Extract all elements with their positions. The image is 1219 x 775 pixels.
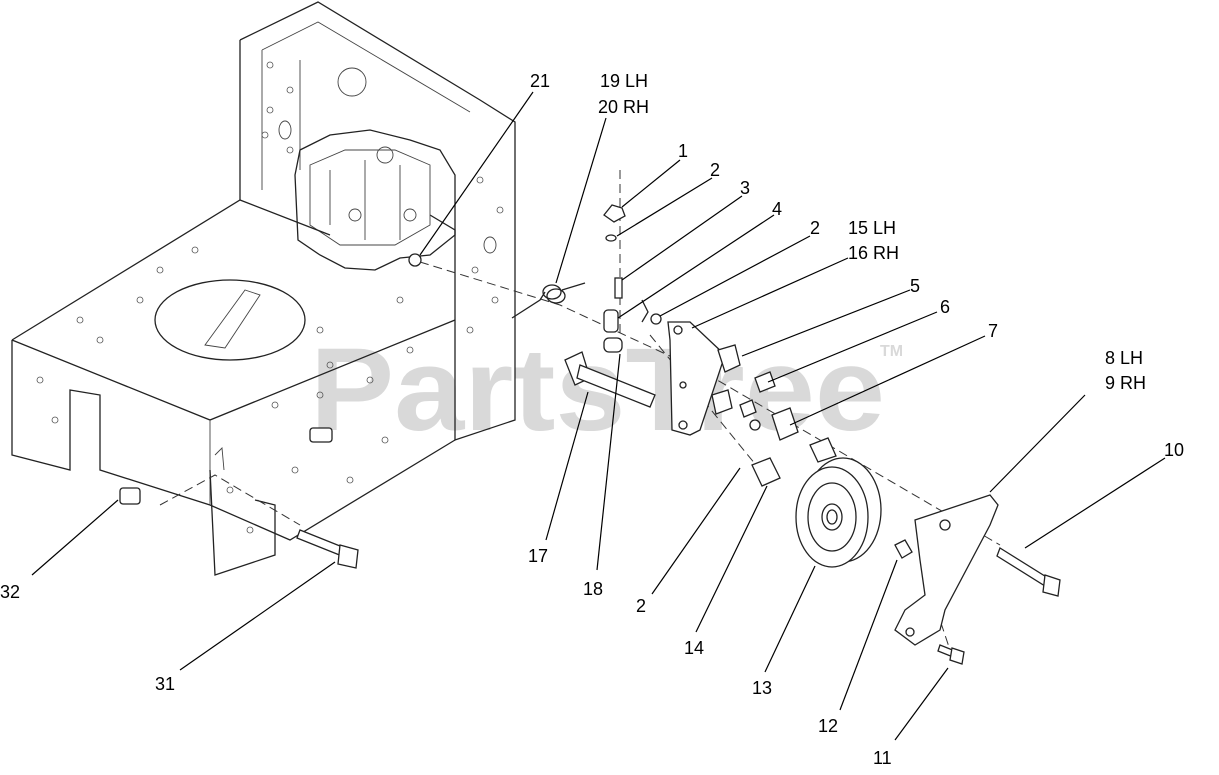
torsion-spring [511,282,586,319]
frame-holes [36,61,504,534]
callout-6: 6 [940,297,950,317]
mounting-bracket [894,494,999,646]
leader-lines [31,91,1166,741]
callout-9-rh: 9 RH [1105,373,1146,393]
bushings [739,371,837,463]
watermark-tm: TM [880,343,903,360]
callout-20-rh: 20 RH [598,97,649,117]
callout-4: 4 [772,199,782,219]
callout-19-lh: 19 LH [600,71,648,91]
nut-32 [119,487,141,505]
callout-2: 2 [710,160,720,180]
nut-12 [894,539,913,559]
callout-10: 10 [1164,440,1184,460]
callout-17: 17 [528,546,548,566]
callout-21: 21 [530,71,550,91]
callout-11: 11 [873,748,892,768]
callout-16-rh: 16 RH [848,243,899,263]
callout-31: 31 [155,674,175,694]
callout-13: 13 [752,678,772,698]
callout-7: 7 [988,321,998,341]
callout-2: 2 [636,596,646,616]
callout-1: 1 [678,141,688,161]
bolt-10 [996,547,1061,597]
bolt-11 [937,644,965,665]
callout-8-lh: 8 LH [1105,348,1143,368]
idler-arm [667,321,741,436]
pulley-assembly [751,457,882,568]
bolt-31 [296,529,359,569]
callout-18: 18 [583,579,603,599]
callout-labels: 1 2 3 4 2 15 LH 16 RH 5 6 7 8 LH 9 RH 10… [0,71,1184,768]
idler-hardware [603,204,662,353]
callout-2: 2 [810,218,820,238]
callout-14: 14 [684,638,704,658]
callout-32: 32 [0,582,20,602]
callout-12: 12 [818,716,838,736]
callout-5: 5 [910,276,920,296]
callout-3: 3 [740,178,750,198]
chassis-frame [11,1,516,576]
callout-15-lh: 15 LH [848,218,896,238]
